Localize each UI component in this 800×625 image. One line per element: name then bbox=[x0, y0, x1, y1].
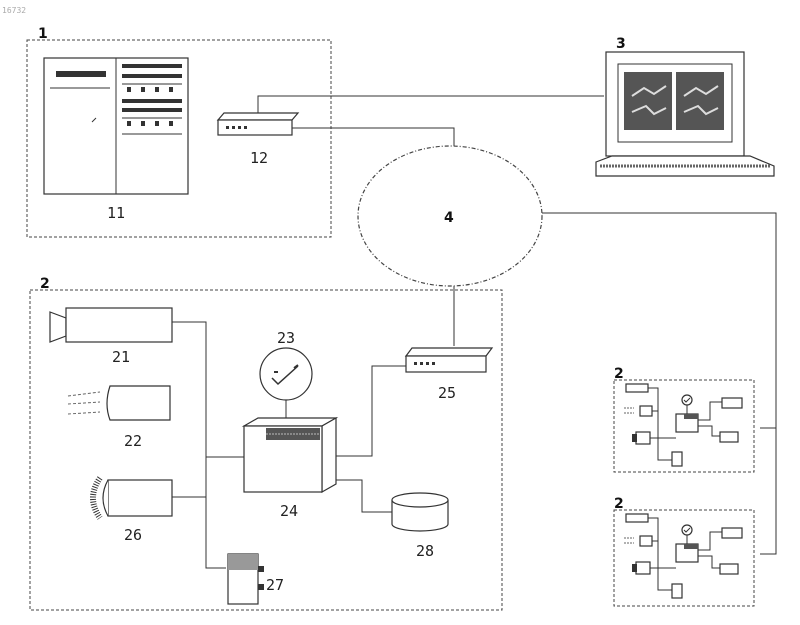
mini-station-b bbox=[614, 510, 754, 606]
storage-28 bbox=[392, 493, 448, 531]
light-22 bbox=[68, 386, 170, 420]
label-mini-2a: 2 bbox=[614, 366, 624, 382]
label-25: 25 bbox=[438, 384, 456, 402]
server-24 bbox=[244, 418, 336, 492]
label-11: 11 bbox=[107, 204, 125, 222]
label-27: 27 bbox=[266, 576, 284, 594]
label-28: 28 bbox=[416, 542, 434, 560]
link-server-router25 bbox=[336, 366, 406, 456]
clock-23 bbox=[260, 348, 312, 418]
label-22: 22 bbox=[124, 432, 142, 450]
link-server-storage bbox=[336, 480, 392, 512]
link-router-network bbox=[292, 128, 454, 146]
camera-21 bbox=[50, 308, 172, 342]
label-12: 12 bbox=[250, 149, 268, 167]
label-24: 24 bbox=[280, 502, 298, 520]
router-25 bbox=[406, 348, 492, 372]
label-26: 26 bbox=[124, 526, 142, 544]
rack-cabinet bbox=[44, 58, 188, 194]
module-27 bbox=[228, 554, 264, 604]
label-2: 2 bbox=[40, 276, 50, 292]
label-23: 23 bbox=[277, 329, 295, 347]
mini-station-a bbox=[614, 380, 754, 472]
link-network-remote bbox=[542, 213, 776, 554]
label-1: 1 bbox=[38, 26, 48, 42]
laptop-terminal bbox=[596, 52, 774, 176]
sensor-bus bbox=[172, 322, 226, 568]
corner-number: 16732 bbox=[2, 6, 26, 15]
router-12 bbox=[218, 113, 298, 135]
link-router-laptop bbox=[258, 96, 604, 113]
label-4: 4 bbox=[444, 210, 454, 226]
label-21: 21 bbox=[112, 348, 130, 366]
label-mini-2b: 2 bbox=[614, 496, 624, 512]
label-3: 3 bbox=[616, 36, 626, 52]
microphone-26 bbox=[93, 478, 172, 518]
